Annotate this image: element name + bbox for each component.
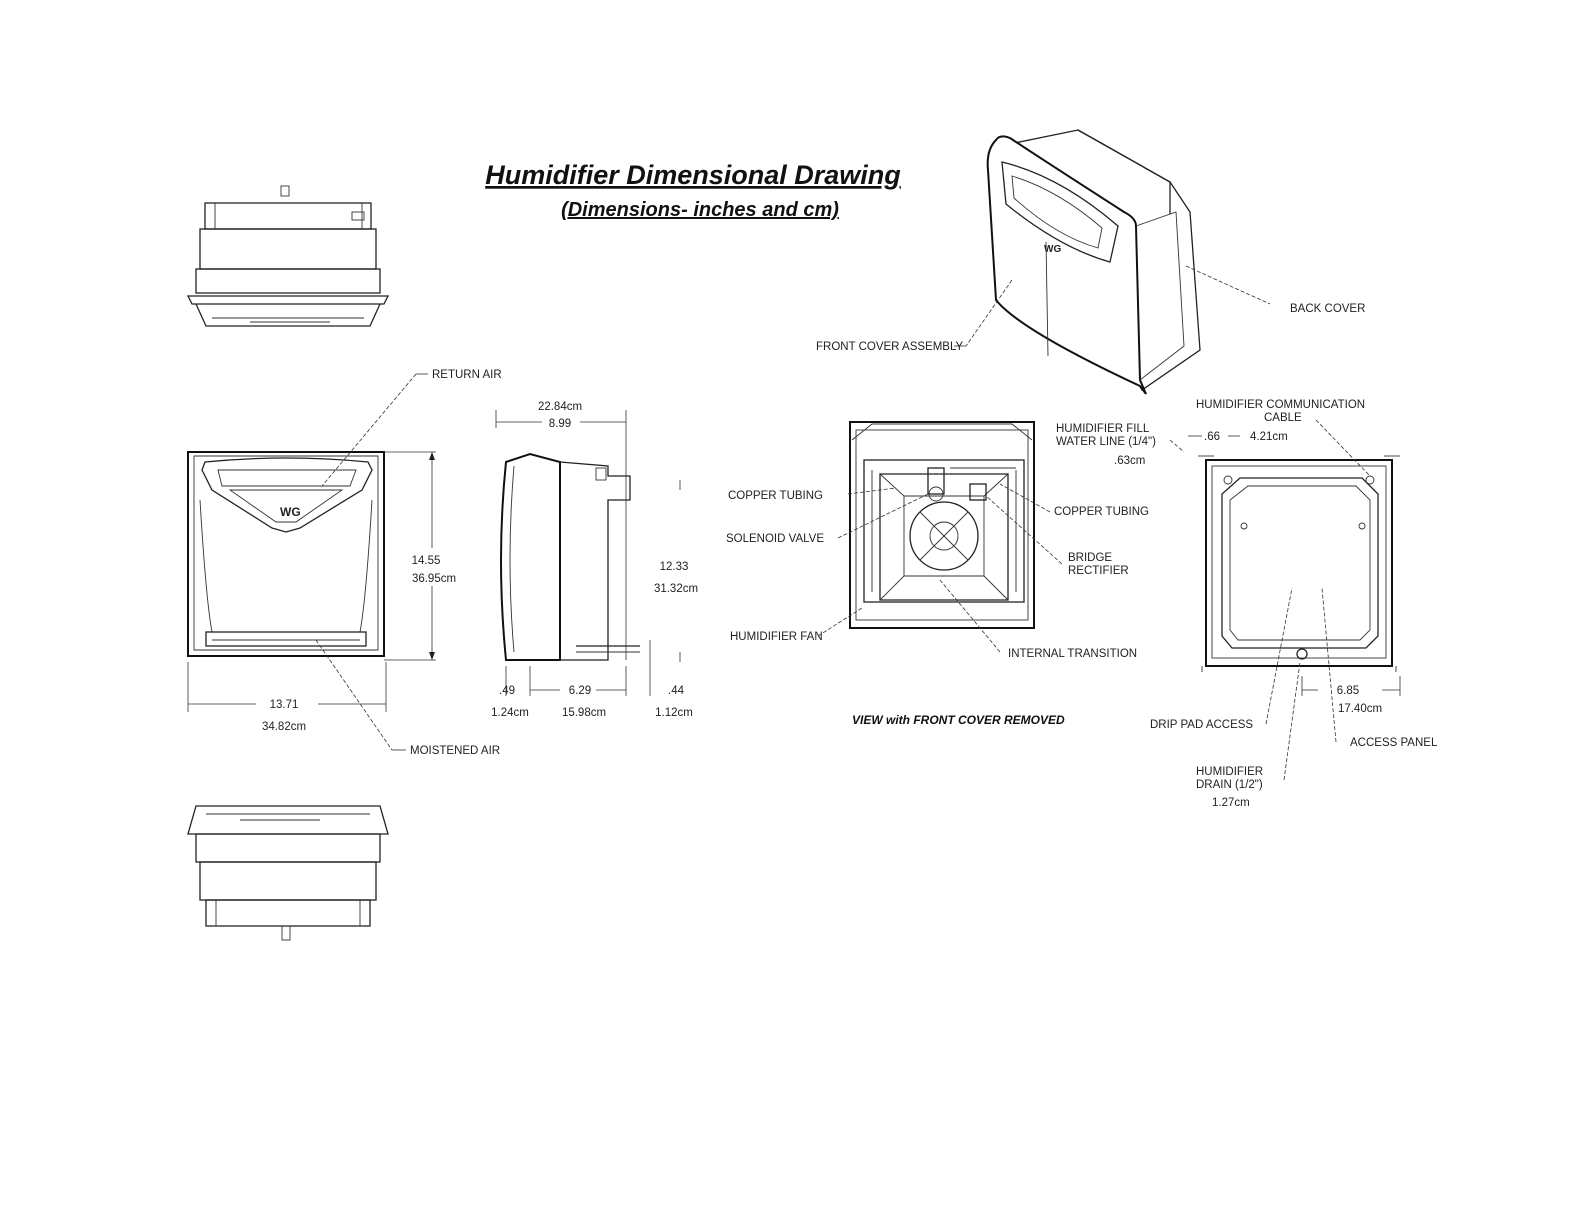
svg-text:WG: WG	[1044, 244, 1061, 255]
fill-line-cm: .63cm	[1114, 455, 1145, 467]
drain-cm: 1.27cm	[1212, 797, 1250, 809]
front-height-in: 14.55	[412, 555, 441, 567]
rear-drain-in: 6.85	[1337, 685, 1359, 697]
front-width-cm: 34.82cm	[262, 721, 306, 733]
bridge-rectifier-label-1: BRIDGE	[1068, 552, 1112, 564]
solenoid-valve-icon	[927, 467, 945, 495]
front-view-dimensions: 14.55 36.95cm 13.71 34.82cm	[187, 451, 456, 733]
side-a-in: .49	[499, 685, 515, 697]
front-cover-assembly-label: FRONT COVER ASSEMBLY	[816, 341, 964, 353]
drain-label-2: DRAIN (1/2")	[1196, 779, 1263, 791]
side-view-dimensions: 22.84cm 8.99 12.33 31.32cm .49 1.24cm 6.…	[491, 401, 698, 719]
air-labels: RETURN AIR MOISTENED AIR	[315, 369, 502, 757]
return-air-label: RETURN AIR	[432, 369, 502, 381]
moistened-air-label: MOISTENED AIR	[410, 745, 500, 757]
side-a-cm: 1.24cm	[491, 707, 529, 719]
rear-view-labels: HUMIDIFIER COMMUNICATION CABLE .66 4.21c…	[1150, 399, 1438, 809]
drawing-subtitle: (Dimensions- inches and cm)	[561, 199, 839, 221]
rear-offset-in: .66	[1204, 431, 1220, 443]
comm-cable-label-2: CABLE	[1264, 412, 1302, 424]
humidifier-fill-label-2: WATER LINE (1/4")	[1056, 436, 1156, 448]
side-depth-cm: 22.84cm	[538, 401, 582, 413]
cover-removed-labels: HUMIDIFIER FILL WATER LINE (1/4") .63cm …	[726, 423, 1156, 727]
copper-tubing-left-label: COPPER TUBING	[728, 490, 823, 502]
drawing-title: Humidifier Dimensional Drawing	[485, 160, 901, 190]
drain-label-1: HUMIDIFIER	[1196, 766, 1263, 778]
front-view: WG	[187, 451, 385, 657]
isometric-labels: FRONT COVER ASSEMBLY BACK COVER	[816, 265, 1365, 353]
front-height-cm: 36.95cm	[412, 573, 456, 585]
back-cover-label: BACK COVER	[1290, 303, 1365, 315]
svg-text:WG: WG	[280, 505, 301, 519]
comm-cable-label-1: HUMIDIFIER COMMUNICATION	[1196, 399, 1365, 411]
drain-icon	[1296, 648, 1308, 660]
side-view	[500, 452, 640, 661]
rear-offset-cm: 4.21cm	[1250, 431, 1288, 443]
top-view	[186, 185, 390, 327]
isometric-view: WG	[986, 129, 1201, 395]
bridge-rectifier-label-2: RECTIFIER	[1068, 565, 1129, 577]
view-caption: VIEW with FRONT COVER REMOVED	[852, 713, 1065, 727]
front-width-in: 13.71	[270, 699, 299, 711]
copper-tubing-right-label: COPPER TUBING	[1054, 506, 1149, 518]
front-cover-removed-view	[849, 421, 1035, 629]
internal-transition-label: INTERNAL TRANSITION	[1008, 648, 1137, 660]
drip-pad-access-label: DRIP PAD ACCESS	[1150, 719, 1253, 731]
rear-view	[1198, 455, 1400, 672]
side-b-in: 6.29	[569, 685, 591, 697]
side-b-cm: 15.98cm	[562, 707, 606, 719]
fan-icon	[909, 501, 979, 571]
access-panel-label: ACCESS PANEL	[1350, 737, 1438, 749]
rear-drain-cm: 17.40cm	[1338, 703, 1382, 715]
humidifier-fill-label-1: HUMIDIFIER FILL	[1056, 423, 1150, 435]
side-c-cm: 1.12cm	[655, 707, 693, 719]
side-depth-in: 8.99	[549, 418, 571, 430]
solenoid-valve-label: SOLENOID VALVE	[726, 533, 824, 545]
side-height-cm: 31.32cm	[654, 583, 698, 595]
humidifier-fan-label: HUMIDIFIER FAN	[730, 631, 823, 643]
side-height-in: 12.33	[660, 561, 689, 573]
bridge-rectifier-icon	[969, 483, 987, 501]
side-c-in: .44	[668, 685, 685, 697]
bottom-view	[187, 805, 389, 941]
